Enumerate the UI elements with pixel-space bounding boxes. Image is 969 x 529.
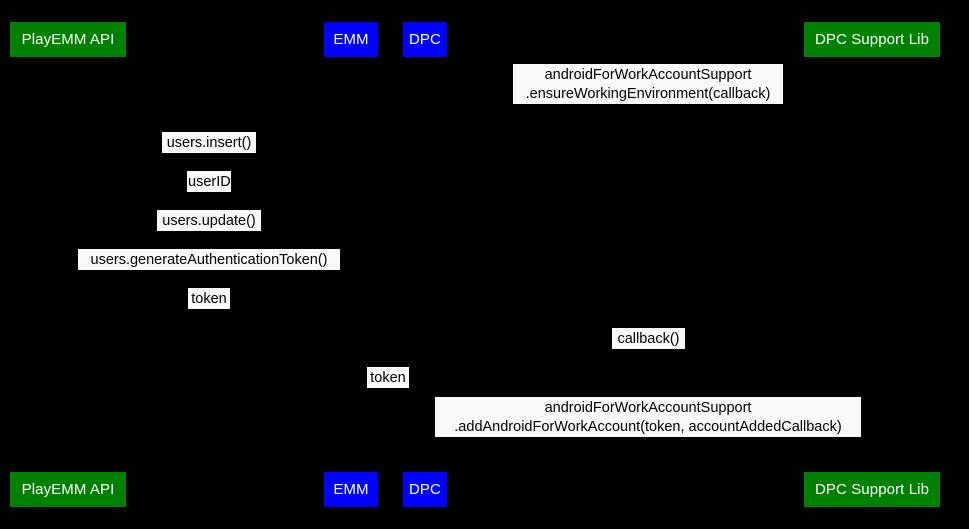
message-arrowhead-2 (68, 155, 76, 164)
lifeline-dpc-support-lib (872, 57, 873, 472)
message-label-3: userID (187, 171, 231, 192)
message-arrow-3 (68, 198, 351, 199)
message-arrowhead-9 (864, 439, 872, 448)
lifeline-playemm-api (68, 57, 69, 472)
lifeline-dpc (425, 57, 426, 472)
message-label-line: .ensureWorkingEnvironment(callback) (525, 86, 771, 102)
message-arrow-9 (425, 443, 872, 444)
message-label-line: users.insert() (166, 135, 252, 151)
participant-label: DPC Support Lib (814, 31, 930, 48)
message-label-line: users.update() (162, 213, 256, 229)
message-arrowhead-6 (343, 311, 351, 320)
message-label-7: callback() (612, 328, 685, 349)
message-label-line: androidForWorkAccountSupport (544, 400, 752, 416)
message-label-6: token (188, 288, 230, 309)
message-arrow-7 (425, 355, 872, 356)
message-label-5: users.generateAuthenticationToken() (78, 249, 340, 270)
participant-header-playemm-api[interactable]: PlayEMM API (10, 22, 126, 57)
message-arrowhead-1 (864, 106, 872, 115)
message-label-line: userID (188, 174, 231, 190)
message-label-line: token (370, 370, 406, 386)
participant-label: DPC (409, 31, 441, 48)
message-label-2: users.insert() (162, 132, 256, 153)
participant-label: EMM (333, 31, 369, 48)
participant-label: DPC Support Lib (814, 481, 930, 498)
participant-header-dpc-support-lib[interactable]: DPC Support Lib (804, 22, 940, 57)
message-label-line: callback() (617, 331, 680, 347)
message-arrow-5 (68, 276, 351, 277)
message-arrow-4 (68, 237, 351, 238)
participant-footer-playemm-api[interactable]: PlayEMM API (10, 472, 126, 507)
message-arrowhead-3 (343, 194, 351, 203)
message-label-1: androidForWorkAccountSupport .ensureWorki… (513, 64, 783, 104)
message-label-8: token (367, 367, 409, 388)
message-arrow-1 (425, 110, 872, 111)
participant-header-emm[interactable]: EMM (324, 22, 378, 57)
message-arrowhead-7 (425, 351, 433, 360)
participant-label: PlayEMM API (21, 31, 115, 48)
message-label-4: users.update() (157, 210, 261, 231)
message-arrowhead-4 (68, 233, 76, 242)
message-arrow-2 (68, 159, 351, 160)
participant-label: DPC (409, 481, 441, 498)
message-label-line: users.generateAuthenticationToken() (90, 252, 328, 268)
message-label-line: token (191, 291, 227, 307)
lifeline-emm (351, 57, 352, 472)
message-arrow-8 (351, 394, 425, 395)
message-label-line: .addAndroidForWorkAccount(token, account… (454, 419, 842, 435)
participant-label: EMM (333, 481, 369, 498)
participant-footer-emm[interactable]: EMM (324, 472, 378, 507)
message-label-line: androidForWorkAccountSupport (544, 67, 752, 83)
message-arrowhead-5 (68, 272, 76, 281)
message-arrow-6 (68, 315, 351, 316)
participant-label: PlayEMM API (21, 481, 115, 498)
message-label-9: androidForWorkAccountSupport .addAndroidF… (435, 397, 861, 437)
participant-footer-dpc-support-lib[interactable]: DPC Support Lib (804, 472, 940, 507)
message-arrowhead-8 (417, 390, 425, 399)
participant-header-dpc[interactable]: DPC (403, 22, 447, 57)
participant-footer-dpc[interactable]: DPC (403, 472, 447, 507)
